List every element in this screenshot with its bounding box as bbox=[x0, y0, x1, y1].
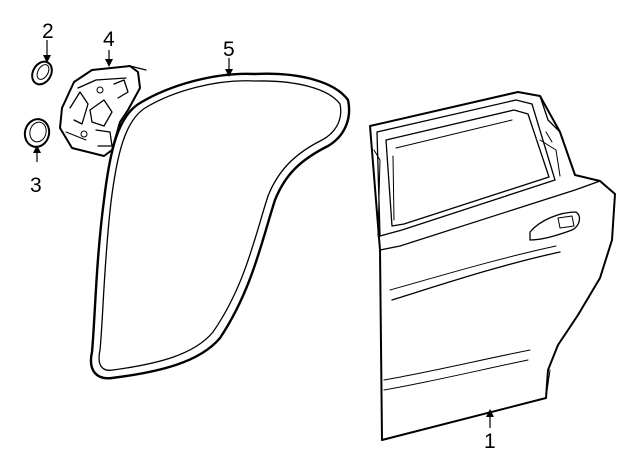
callout-plug: 2 bbox=[42, 20, 54, 43]
grommet-part bbox=[23, 118, 51, 148]
lock-module-part bbox=[59, 65, 147, 157]
callout-grommet: 3 bbox=[30, 174, 42, 197]
weatherstrip-part bbox=[89, 72, 351, 380]
callout-door-shell: 1 bbox=[484, 430, 496, 453]
leader-lines bbox=[33, 40, 494, 428]
callout-lock-module: 4 bbox=[103, 28, 115, 51]
callout-weatherstrip: 5 bbox=[223, 38, 235, 61]
door-shell-part bbox=[369, 91, 616, 441]
plug-part bbox=[31, 60, 53, 86]
